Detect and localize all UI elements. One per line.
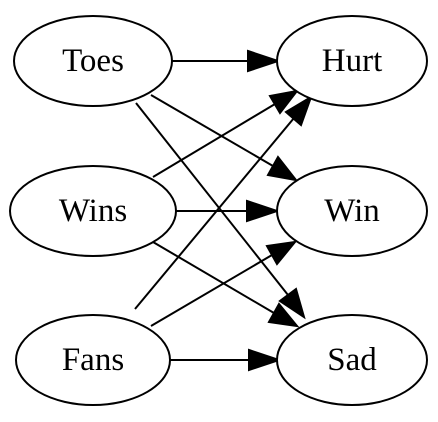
node-win: Win: [276, 165, 428, 257]
node-toes-ellipse: [13, 15, 173, 107]
node-fans: Fans: [15, 314, 171, 406]
node-hurt: Hurt: [276, 15, 428, 107]
node-hurt-ellipse: [276, 15, 428, 107]
node-wins-label: Wins: [59, 193, 127, 229]
node-win-label: Win: [324, 193, 380, 229]
node-fans-label: Fans: [62, 342, 124, 378]
node-sad-label: Sad: [327, 342, 377, 378]
node-wins-ellipse: [9, 165, 177, 257]
edge-fans-win: [150, 240, 298, 327]
edge-wins-sad: [152, 241, 300, 328]
node-sad: Sad: [276, 314, 428, 406]
node-fans-ellipse: [15, 314, 171, 406]
edge-wins-win: [176, 199, 281, 223]
edge-wins-hurt: [152, 89, 300, 178]
edge-fans-sad: [170, 348, 283, 372]
edge-toes-win: [150, 94, 299, 182]
edge-toes-hurt: [172, 49, 282, 73]
node-toes-label: Toes: [62, 43, 124, 79]
node-wins: Wins: [9, 165, 177, 257]
node-sad-ellipse: [276, 314, 428, 406]
edge-toes-sad: [135, 102, 306, 320]
node-win-ellipse: [276, 165, 428, 257]
node-toes: Toes: [13, 15, 173, 107]
node-hurt-label: Hurt: [322, 43, 383, 79]
edge-fans-hurt: [134, 94, 313, 310]
